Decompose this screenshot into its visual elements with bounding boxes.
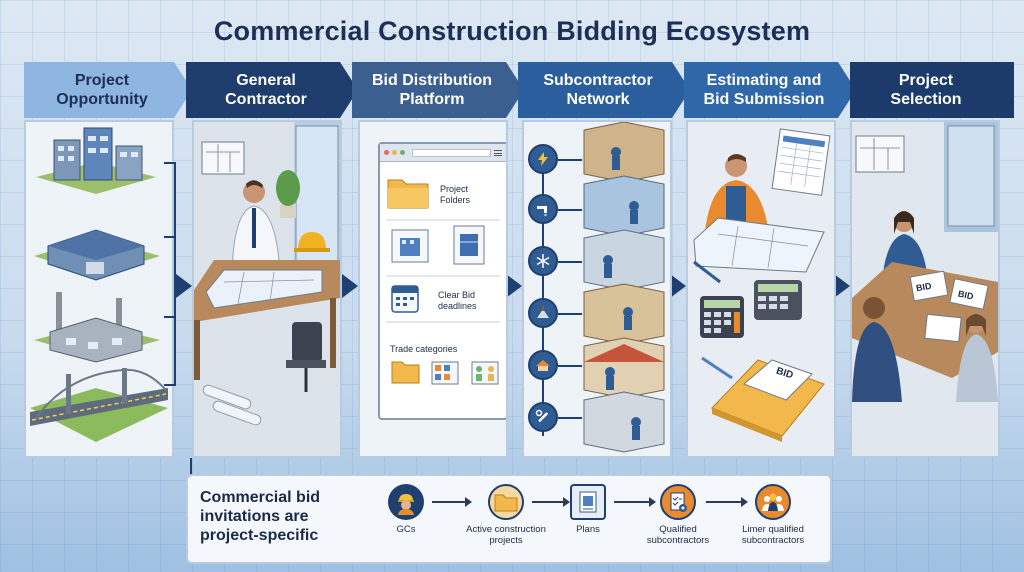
browser-window: Project Folders Clear Bid deadlines Trad… <box>378 142 506 420</box>
flow-arrow-small <box>706 497 748 507</box>
flow-arrow-small <box>614 497 656 507</box>
calendar-icon <box>391 285 419 313</box>
flow-item-qualified-subcontractors: Qualified subcontractors <box>630 484 726 546</box>
worker-icon <box>388 484 424 520</box>
flow-item-gcs: GCs <box>358 484 454 535</box>
wrench-icon[interactable] <box>528 402 558 432</box>
rolled-plans-icon <box>202 384 262 426</box>
building-document-icon <box>391 229 429 263</box>
calculator-icon <box>754 280 802 320</box>
project-types-illustration <box>30 127 168 442</box>
menu-icon[interactable] <box>494 149 502 156</box>
flow-arrow <box>506 274 522 298</box>
browser-toolbar <box>380 144 506 162</box>
faucet-icon[interactable] <box>528 194 558 224</box>
bid-document-stack-icon <box>909 270 989 343</box>
checklist-gear-icon <box>660 484 696 520</box>
hard-hat-icon <box>294 232 330 252</box>
trowel-icon[interactable] <box>528 298 558 328</box>
folder-icon <box>488 484 524 520</box>
network-tick <box>558 209 582 211</box>
flow-arrow <box>670 274 686 298</box>
stage-header-bid-distribution: Bid Distribution Platform <box>352 62 524 118</box>
flow-item-limer-qualified-subcontractors: Limer qualified subcontractors <box>718 484 828 546</box>
office-buildings-icon <box>36 127 156 194</box>
contractor-person-icon <box>231 180 281 273</box>
subcontractor-rooms-illustration <box>583 122 665 453</box>
panel-project-selection: BID BID <box>850 120 1000 458</box>
reviewer-woman-icon <box>956 314 998 402</box>
folder-icon <box>387 179 429 209</box>
plant-icon <box>276 170 300 218</box>
project-selection-illustration <box>852 122 998 456</box>
flow-arrow <box>176 274 192 298</box>
flow-label: GCs <box>396 524 416 535</box>
stage-header-project-opportunity: Project Opportunity <box>24 62 192 118</box>
bottom-summary-box: Commercial bid invitations are project-s… <box>186 474 832 564</box>
network-tick <box>558 365 582 367</box>
trade-category-grid-icon <box>431 361 459 385</box>
general-contractor-illustration <box>194 122 340 456</box>
flow-label: Limer qualified subcontractors <box>741 524 805 546</box>
page-title: Commercial Construction Bidding Ecosyste… <box>213 16 811 46</box>
trade-category-people-icon <box>471 361 499 385</box>
stage-header-project-selection: Project Selection <box>850 62 1014 118</box>
flow-arrow-small <box>432 497 472 507</box>
plans-icon <box>570 484 606 520</box>
panel-general-contractor <box>192 120 342 458</box>
factory-icon <box>34 292 160 363</box>
flow-item-active-projects: Active construction projects <box>458 484 554 546</box>
blueprint-document-icon <box>453 225 485 265</box>
flow-arrow <box>834 274 850 298</box>
project-folders-label[interactable]: Project Folders <box>440 184 471 205</box>
roof-icon[interactable] <box>528 350 558 380</box>
snowflake-icon[interactable] <box>528 246 558 276</box>
flow-arrow-small <box>532 497 570 507</box>
stage-header-subcontractor-network: Subcontractor Network <box>518 62 690 118</box>
connector-tick <box>164 384 176 386</box>
connector-tick <box>164 236 176 238</box>
flow-item-plans: Plans <box>540 484 636 535</box>
calculator-icon <box>700 296 744 338</box>
flow-arrow <box>342 274 358 298</box>
stage-header-general-contractor: General Contractor <box>186 62 358 118</box>
panel-subcontractor-network <box>522 120 672 458</box>
network-tick <box>558 313 582 315</box>
connector-tick <box>164 316 176 318</box>
connector-bracket <box>174 162 176 384</box>
lightning-icon[interactable] <box>528 144 558 174</box>
stage-header-estimating-bid-submission: Estimating and Bid Submission <box>684 62 856 118</box>
bridge-icon <box>30 368 168 442</box>
network-line <box>542 146 544 436</box>
trade-categories-label[interactable]: Trade categories <box>390 344 458 354</box>
network-tick <box>558 159 582 161</box>
flow-label: Plans <box>576 524 600 535</box>
panel-project-opportunity <box>24 120 174 458</box>
platform-content-illustration <box>386 179 500 385</box>
flow-label: Qualified subcontractors <box>646 524 710 546</box>
bid-binder-icon <box>711 359 825 442</box>
team-icon <box>755 484 791 520</box>
url-bar[interactable] <box>412 148 491 157</box>
reviewer-man-icon <box>852 297 902 402</box>
bottom-statement: Commercial bid invitations are project-s… <box>200 489 321 544</box>
panel-bid-distribution: Project Folders Clear Bid deadlines Trad… <box>358 120 508 458</box>
bid-deadlines-label[interactable]: Clear Bid deadlines <box>438 290 477 311</box>
flow-label: Active construction projects <box>466 524 546 546</box>
trade-category-folder-icon <box>391 361 420 384</box>
panel-estimating-bid-submission: BID <box>686 120 836 458</box>
estimating-illustration <box>688 122 834 456</box>
warehouse-icon <box>34 229 160 281</box>
connector-tick <box>164 162 176 164</box>
network-tick <box>558 417 582 419</box>
network-tick <box>558 261 582 263</box>
spreadsheet-icon <box>771 128 831 196</box>
office-chair-icon <box>286 322 326 392</box>
